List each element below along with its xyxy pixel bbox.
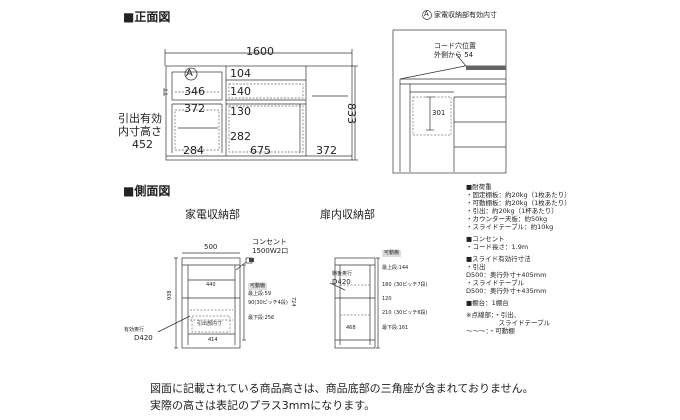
spec-list: ■耐荷重・固定棚板：約20kg（1枚あたり）・可動棚板：約20kg（1枚あたり）… xyxy=(466,184,571,336)
spec-line: D500：奥行外寸+435mm xyxy=(466,287,547,295)
spec-line: ・引出：約20kg（1杯あたり） xyxy=(466,207,558,215)
cabinet-dim-210: 210 xyxy=(382,310,392,316)
front-marker-circle xyxy=(184,67,198,81)
cabinet-width-468: 468 xyxy=(346,325,356,331)
spec-line: ・スライドテーブル：約10kg xyxy=(466,223,554,231)
cabinet-dim-120: 120 xyxy=(382,296,392,302)
appliance-pitch: 90(30ピッチ4段) xyxy=(248,300,288,306)
side-appliance-drawing xyxy=(157,252,253,349)
dim-372-left: 372 xyxy=(184,102,205,115)
dim-104: 104 xyxy=(230,67,251,80)
cabinet-movable-shelf-tag: 可動棚 xyxy=(382,250,402,257)
detail-title: 家電収納部有効内寸 xyxy=(434,11,497,19)
appliance-height-724: 724 xyxy=(290,297,296,307)
dim-284: 284 xyxy=(183,144,204,157)
spec-line: ※点線部：・引出、 xyxy=(466,311,521,319)
dim-346: 346 xyxy=(184,85,205,98)
appliance-dim-440: 440 xyxy=(206,282,216,288)
cabinet-pitch-7: (30ピッチ7段) xyxy=(394,282,428,288)
cabinet-title: 扉内収納部 xyxy=(320,208,375,221)
side-view-heading: ■側面図 xyxy=(123,184,171,198)
front-view-drawing xyxy=(163,49,358,161)
dim-140: 140 xyxy=(230,85,251,98)
detail-marker-a: A xyxy=(424,10,429,18)
counter-top-edge xyxy=(466,66,506,70)
drawer-inner-height-label: 引出有効 内寸高さ 452 xyxy=(118,112,162,151)
cabinet-pitch-6: (30ピッチ6段) xyxy=(394,310,428,316)
appliance-bottom-width-414: 414 xyxy=(208,337,218,343)
spec-line: ・引出 xyxy=(466,263,486,271)
appliance-movable-shelf-tag: 可動棚 xyxy=(248,283,268,290)
dim-372-right: 372 xyxy=(316,144,337,157)
footer-note: 図面に記載されている商品高さは、商品底部の三角座が含まれておりません。 実際の高… xyxy=(150,382,534,412)
outlet-label: コンセント 1500W2口 xyxy=(252,238,289,255)
detail-marker-circle xyxy=(422,10,432,20)
front-view-heading: ■正面図 xyxy=(123,10,171,24)
drawer-inner-label: 引出部内寸 xyxy=(197,321,223,327)
spec-line: ■耐荷重 xyxy=(466,183,492,191)
dim-130: 130 xyxy=(230,105,251,118)
front-marker-a: A xyxy=(186,68,193,79)
outlet-plug xyxy=(249,258,254,262)
spec-line: ～～～：・可動棚 xyxy=(466,327,515,335)
spec-line: ■コンセント xyxy=(466,235,505,243)
spec-line: ■スライド有効行寸法 xyxy=(466,255,531,263)
spec-line: ・可動棚板：約20kg（1枚あたり） xyxy=(466,199,571,207)
spec-line: ・コード長さ：1.9m xyxy=(466,243,529,251)
dim-675: 675 xyxy=(250,144,271,157)
appliance-width-500: 500 xyxy=(204,243,218,251)
front-total-width: 1600 xyxy=(246,45,274,58)
appliance-title: 家電収納部 xyxy=(185,208,240,221)
detail-value-301: 301 xyxy=(432,109,446,117)
cord-hole-label: コード穴位置 外側から 54 xyxy=(434,42,476,59)
spec-line: D500：奥行外寸+405mm xyxy=(466,271,547,279)
appliance-height-938: 938 xyxy=(167,290,173,300)
cabinet-bottom-shelf: 最下段:161 xyxy=(382,325,409,331)
side-cabinet-drawing xyxy=(329,257,380,349)
appliance-depth-label: 有効奥行 D420 xyxy=(124,327,153,342)
spec-line: ・固定棚板：約20kg（1枚あたり） xyxy=(466,191,571,199)
spec-line: スライドテーブル xyxy=(466,319,551,327)
dim-282: 282 xyxy=(230,130,251,143)
appliance-bottom-shelf: 最下段:256 xyxy=(248,315,275,321)
spec-line: ・スライドテーブル xyxy=(466,279,525,287)
spec-line: ■棚台：1棚台 xyxy=(466,299,509,307)
appliance-top-shelf: 最上段:59 xyxy=(248,291,272,297)
spec-line: ・カウンター天板：約50kg xyxy=(466,215,548,223)
cabinet-depth-label: 棚板奥行 D420 xyxy=(332,271,353,286)
front-height: 833 xyxy=(345,103,358,124)
cabinet-top-shelf: 最上段:144 xyxy=(382,265,409,271)
cabinet-dim-180: 180 xyxy=(382,282,392,288)
